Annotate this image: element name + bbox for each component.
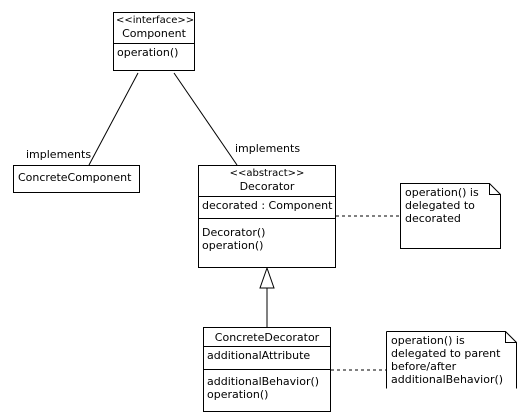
concrete-component-header: ConcreteComponent: [14, 166, 139, 189]
class-concrete-decorator: ConcreteDecorator additionalAttribute ad…: [203, 327, 331, 412]
concrete-decorator-operation: operation(): [207, 388, 269, 401]
implements-edge-decorator: [173, 72, 238, 166]
decorator-name: Decorator: [239, 180, 295, 193]
generalization-arrowhead: [259, 266, 275, 289]
note-concrete-decorator: operation() is delegated to parent befor…: [387, 332, 505, 389]
note-concrete-decorator-line-3: before/after: [391, 360, 457, 373]
component-stereotype: <<interface>>: [116, 15, 195, 26]
concrete-decorator-attributes: additionalAttribute: [204, 346, 330, 369]
component-name: Component: [122, 27, 186, 40]
decorator-operation: operation(): [202, 239, 264, 252]
concrete-decorator-attribute: additionalAttribute: [207, 349, 311, 362]
decorator-stereotype: <<abstract>>: [229, 168, 305, 179]
note-decorator-line-3: decorated: [405, 212, 461, 225]
note-decorator-line-1: operation() is: [405, 186, 479, 199]
concrete-decorator-name: ConcreteDecorator: [214, 331, 320, 344]
note-fold-concrete-decorator: [505, 331, 517, 343]
note-concrete-decorator-line-2: delegated to parent: [391, 347, 501, 360]
class-component: <<interface>> Component operation(): [113, 12, 195, 71]
note-decorator-line-2: delegated to: [405, 199, 475, 212]
decorator-attributes: decorated : Component: [199, 196, 335, 218]
note-fold-decorator: [489, 183, 501, 195]
decorator-header: <<abstract>> Decorator: [199, 166, 335, 196]
implements-edge-concrete-component: [88, 72, 139, 166]
implements-label-left: implements: [26, 148, 92, 161]
note-decorator: operation() is delegated to decorated: [401, 184, 489, 248]
component-operations: operation(): [114, 43, 194, 60]
note-concrete-decorator-line-1: operation() is: [391, 334, 465, 347]
component-header: <<interface>> Component: [114, 13, 194, 43]
decorator-operation-constructor: Decorator(): [202, 226, 266, 239]
class-concrete-component: ConcreteComponent: [13, 165, 140, 193]
decorator-attribute: decorated : Component: [202, 199, 333, 212]
component-operation: operation(): [117, 46, 179, 59]
note-concrete-decorator-line-4: additionalBehavior(): [391, 373, 504, 386]
implements-label-right: implements: [235, 142, 301, 155]
concrete-component-name: ConcreteComponent: [18, 171, 132, 184]
class-decorator: <<abstract>> Decorator decorated : Compo…: [198, 165, 336, 268]
decorator-operations: Decorator() operation(): [199, 218, 335, 253]
concrete-decorator-operations: additionalBehavior() operation(): [204, 369, 330, 402]
concrete-decorator-operation-additional: additionalBehavior(): [207, 375, 320, 388]
concrete-decorator-header: ConcreteDecorator: [204, 328, 330, 346]
